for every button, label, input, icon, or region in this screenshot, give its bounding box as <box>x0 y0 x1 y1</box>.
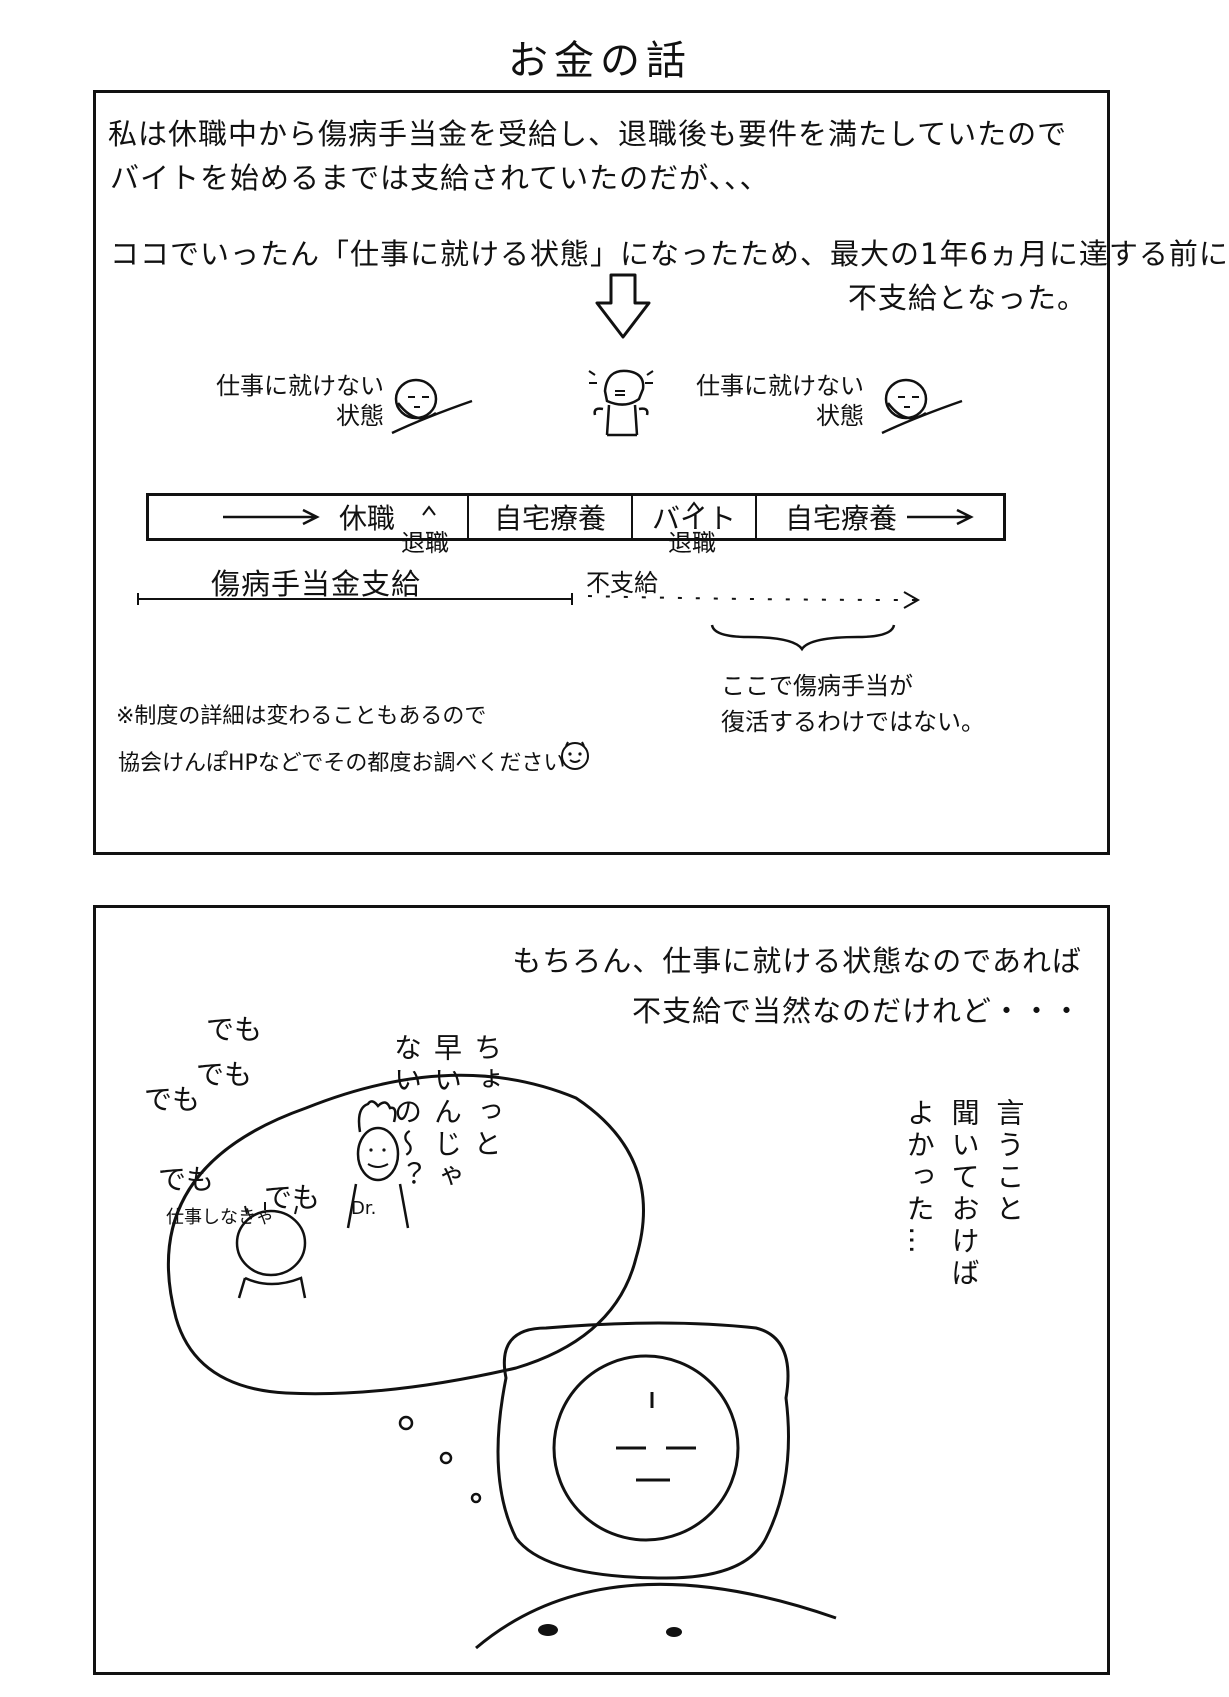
not-paid-dashed-line <box>587 591 921 609</box>
doctor-label: Dr. <box>351 1198 377 1219</box>
timeline-label-part-time: バイト <box>651 502 736 535</box>
doctor-speech: ちょっと 早いんじゃ ないの〜？ <box>390 1033 503 1193</box>
sleeping-person-icon <box>391 378 473 435</box>
no-revival-note: ここで傷病手当が 復活するわけではない。 <box>721 672 985 736</box>
unable-state-label-right: 仕事に就けない 状態 <box>696 372 864 430</box>
caret-up-icon <box>422 505 436 516</box>
down-arrow-icon <box>595 273 651 339</box>
arrow-right-icon <box>907 508 974 526</box>
doctor-figure <box>346 1100 410 1229</box>
narration-line2: 不支給で当然なのだけれど・・・ <box>631 994 1082 1028</box>
demo-text-4: でも <box>158 1163 215 1196</box>
timeline-label-leave: 休職 <box>338 502 395 535</box>
arrow-right-icon <box>222 508 320 526</box>
smiley-face-icon <box>561 741 589 770</box>
page-title: お金の話 <box>508 38 692 84</box>
benefit-paid-label: 傷病手当金支給 <box>211 567 422 601</box>
worried-person-icon <box>235 1202 307 1299</box>
caret-up-icon <box>687 501 701 512</box>
intro-text-line4: 不支給となった。 <box>847 281 1087 315</box>
intro-text-line1: 私は休職中から傷病手当金を受給し、退職後も要件を満たしていたので <box>108 117 1068 151</box>
retire-label-1: 退職 <box>401 529 449 557</box>
intro-text-line3: ココでいったん「仕事に就ける状態」になったため、最大の1年6ヵ月に達する前に <box>110 237 1229 271</box>
sleeping-person-icon <box>881 378 963 435</box>
demo-text-3: でも <box>144 1083 201 1116</box>
regret-text: 言うこと 聞いておけば よかった… <box>902 1098 1026 1290</box>
narration-line1: もちろん、仕事に就ける状態なのであれば <box>512 944 1082 978</box>
intro-text-line2: バイトを始めるまでは支給されていたのだが、、、 <box>110 161 770 195</box>
timeline-label-home-care: 自宅療養 <box>493 502 606 535</box>
standing-person-icon <box>588 369 654 437</box>
panel-thought-bubble: もちろん、仕事に就ける状態なのであれば 不支給で当然なのだけれど・・・ Dr. … <box>93 905 1110 1675</box>
timeline-segment-home-care: 自宅療養 <box>469 496 633 538</box>
footnote-line2: 協会けんぽHPなどでその都度お調べください <box>118 751 566 776</box>
sleeping-person-in-bed <box>475 1321 837 1650</box>
panel-insurance-explanation: 私は休職中から傷病手当金を受給し、退職後も要件を満たしていたので バイトを始める… <box>93 90 1228 855</box>
retire-label-2: 退職 <box>668 529 716 557</box>
timeline-segment-part-time: バイト <box>633 496 757 538</box>
timeline-bar: 休職 自宅療養 バイト 自宅療養 <box>146 493 1006 541</box>
timeline-segment-leave: 休職 <box>149 496 469 538</box>
brace-icon <box>710 624 896 652</box>
demo-text-1: でも <box>206 1013 263 1046</box>
footnote-line1: ※制度の詳細は変わることもあるので <box>116 704 487 729</box>
thought-bubble <box>167 1073 645 1504</box>
unable-state-label-left: 仕事に就けない 状態 <box>216 372 384 430</box>
must-work-text: 仕事しなきゃ <box>166 1207 274 1228</box>
benefit-paid-line <box>137 593 573 605</box>
timeline-label-home-care-2: 自宅療養 <box>784 502 897 535</box>
timeline-segment-home-care-2: 自宅療養 <box>757 496 1003 538</box>
demo-text-5: でも <box>264 1181 321 1214</box>
demo-text-2: でも <box>196 1058 253 1091</box>
not-paid-label: 不支給 <box>586 569 658 597</box>
